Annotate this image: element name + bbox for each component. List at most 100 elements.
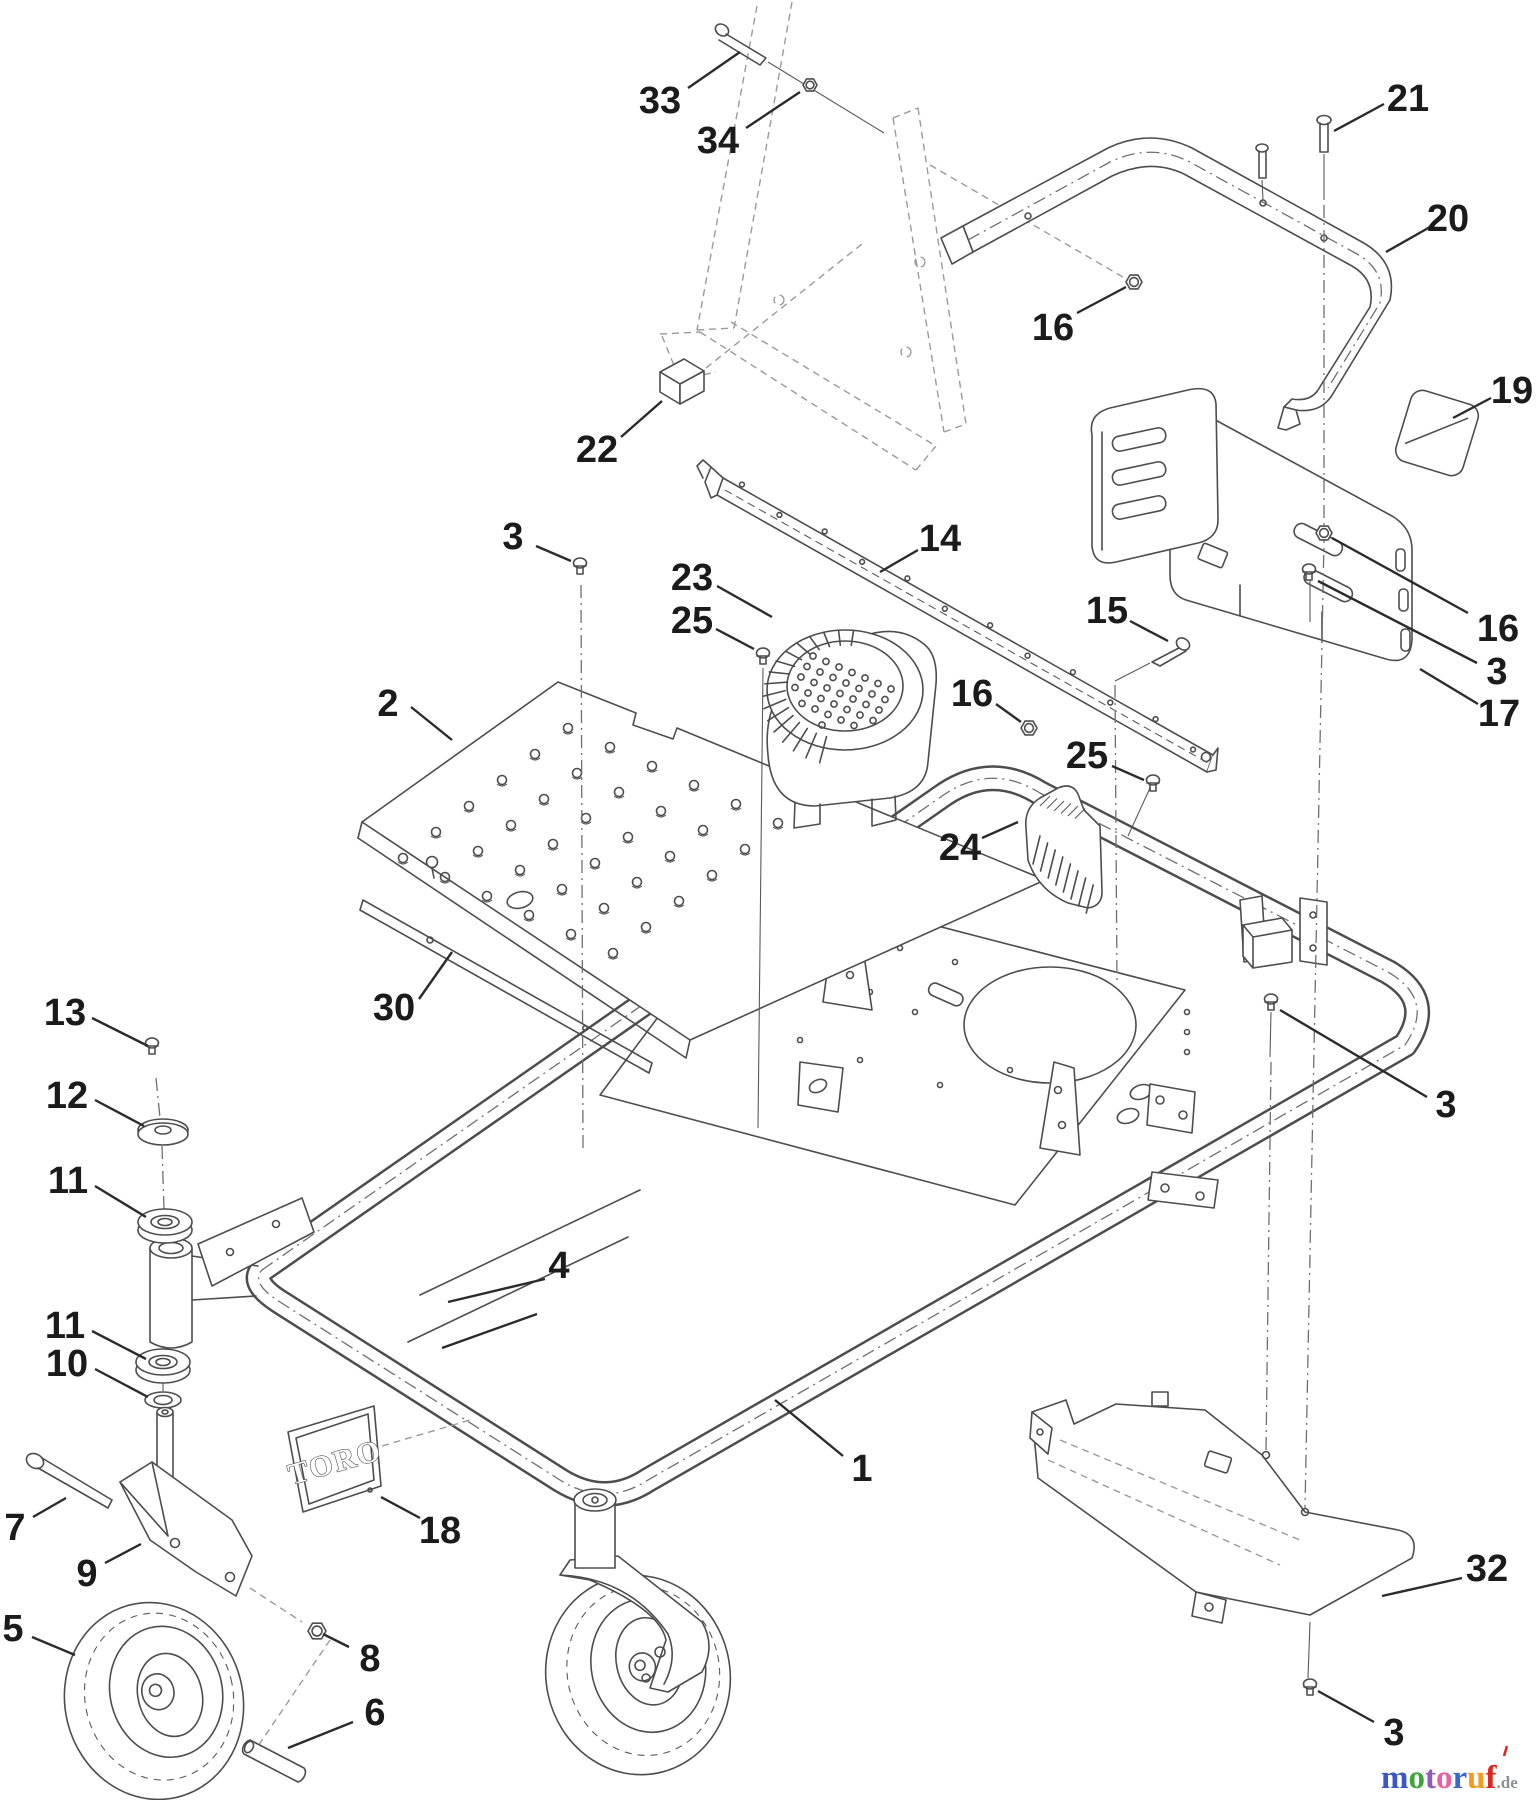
watermark-tick	[1502, 1745, 1509, 1757]
leader-line	[104, 1542, 142, 1565]
callout-number: 30	[373, 987, 415, 1029]
leader-line	[1452, 396, 1492, 420]
caster-exploded-stack	[25, 1077, 331, 1800]
support-strip	[359, 899, 653, 1074]
leader-line	[287, 1720, 354, 1750]
slotted-guard	[1024, 785, 1103, 914]
callout-number: 20	[1427, 198, 1469, 240]
leader-line	[322, 1632, 350, 1649]
leader-line	[1129, 619, 1169, 643]
rear-hitch-bracket	[1239, 895, 1328, 969]
callout-number: 14	[919, 518, 961, 560]
callout-number: 12	[46, 1075, 88, 1117]
caster-fork-9	[119, 1461, 253, 1597]
seat-bracket-rear	[1039, 1061, 1081, 1156]
spacer-6	[241, 1739, 307, 1783]
callout-number: 34	[697, 120, 739, 162]
callout-number: 17	[1478, 693, 1520, 735]
callout-33: 33	[639, 51, 741, 122]
leader-line	[441, 1312, 538, 1350]
screw	[1302, 1678, 1318, 1696]
callout-4: 4	[441, 1245, 570, 1350]
callout-16: 16	[1331, 536, 1519, 650]
leader-line	[91, 1016, 149, 1048]
callout-number: 4	[548, 1245, 569, 1287]
hex-nut	[1020, 720, 1038, 736]
callout-number: 25	[671, 600, 713, 642]
leader-line	[1317, 579, 1478, 665]
belt-shield	[1029, 1391, 1415, 1624]
callout-number: 5	[2, 1608, 23, 1650]
callout-3: 3	[1317, 1689, 1405, 1754]
callout-25: 25	[671, 600, 755, 651]
callout-number: 8	[359, 1638, 380, 1680]
caster-assembled	[544, 1488, 732, 1776]
callout-11: 11	[45, 1305, 147, 1361]
callout-number: 1	[851, 1448, 872, 1490]
hex-nut	[1315, 525, 1333, 541]
callout-number: 25	[1066, 735, 1108, 777]
bolt-21	[1316, 114, 1332, 200]
leader-line	[620, 400, 663, 438]
leader-line	[1111, 764, 1145, 782]
vent-hood	[1090, 387, 1219, 564]
leader-line	[535, 544, 572, 563]
callout-number: 19	[1491, 370, 1533, 412]
leader-line	[1381, 1576, 1463, 1598]
callout-number: 23	[671, 557, 713, 599]
leader-line	[745, 91, 801, 129]
decal-plate	[1394, 389, 1480, 477]
hex-nut	[307, 1622, 327, 1640]
screw	[1301, 563, 1317, 581]
leader-line	[1385, 225, 1431, 254]
heat-shield	[1090, 387, 1413, 662]
fan-cover	[762, 629, 938, 829]
callout-number: 21	[1387, 78, 1429, 120]
callout-number: 16	[951, 673, 993, 715]
seat-bracket-ghost	[659, 1, 1129, 471]
callout-number: 3	[1435, 1084, 1456, 1126]
bolt-33	[714, 23, 885, 134]
leader-line	[410, 706, 453, 741]
leader-line	[715, 627, 755, 651]
callout-number: 33	[639, 80, 681, 122]
leader-line	[1317, 1689, 1375, 1724]
screw	[572, 557, 588, 575]
leader-line	[380, 1495, 421, 1520]
callout-number: 24	[939, 827, 981, 869]
callout-number: 3	[502, 516, 523, 558]
leader-line	[447, 1277, 546, 1304]
callout-16: 16	[951, 673, 1022, 723]
callout-34: 34	[697, 91, 801, 162]
leader-line	[879, 548, 919, 574]
leader-line	[94, 1098, 145, 1128]
watermark-logo: motoruf.de	[1381, 1760, 1518, 1796]
bearing-11-lower	[135, 1348, 191, 1384]
callout-23: 23	[671, 557, 773, 619]
callout-number: 9	[76, 1553, 97, 1595]
leader-line	[774, 1399, 844, 1457]
callout-3: 3	[1279, 1008, 1457, 1126]
callout-13: 13	[44, 992, 149, 1048]
seat-rail	[696, 459, 1219, 773]
leader-line	[418, 951, 453, 1000]
floor-pan	[357, 681, 1046, 1059]
callout-32: 32	[1381, 1548, 1508, 1598]
callout-18: 18	[380, 1495, 461, 1552]
callout-11: 11	[48, 1160, 147, 1219]
callout-30: 30	[373, 951, 453, 1029]
leader-line	[1333, 102, 1385, 133]
bolt-15	[1114, 637, 1191, 682]
callout-number: 7	[4, 1507, 25, 1549]
leader-line	[94, 1367, 149, 1399]
leader-line	[995, 703, 1022, 723]
callout-number: 3	[1383, 1712, 1404, 1754]
callout-number: 10	[46, 1343, 88, 1385]
callout-number: 11	[48, 1160, 88, 1202]
callout-number: 15	[1086, 590, 1128, 632]
screw	[1145, 774, 1161, 792]
toro-logo-plate: TORO	[284, 1405, 471, 1513]
callout-number: 18	[419, 1510, 461, 1552]
